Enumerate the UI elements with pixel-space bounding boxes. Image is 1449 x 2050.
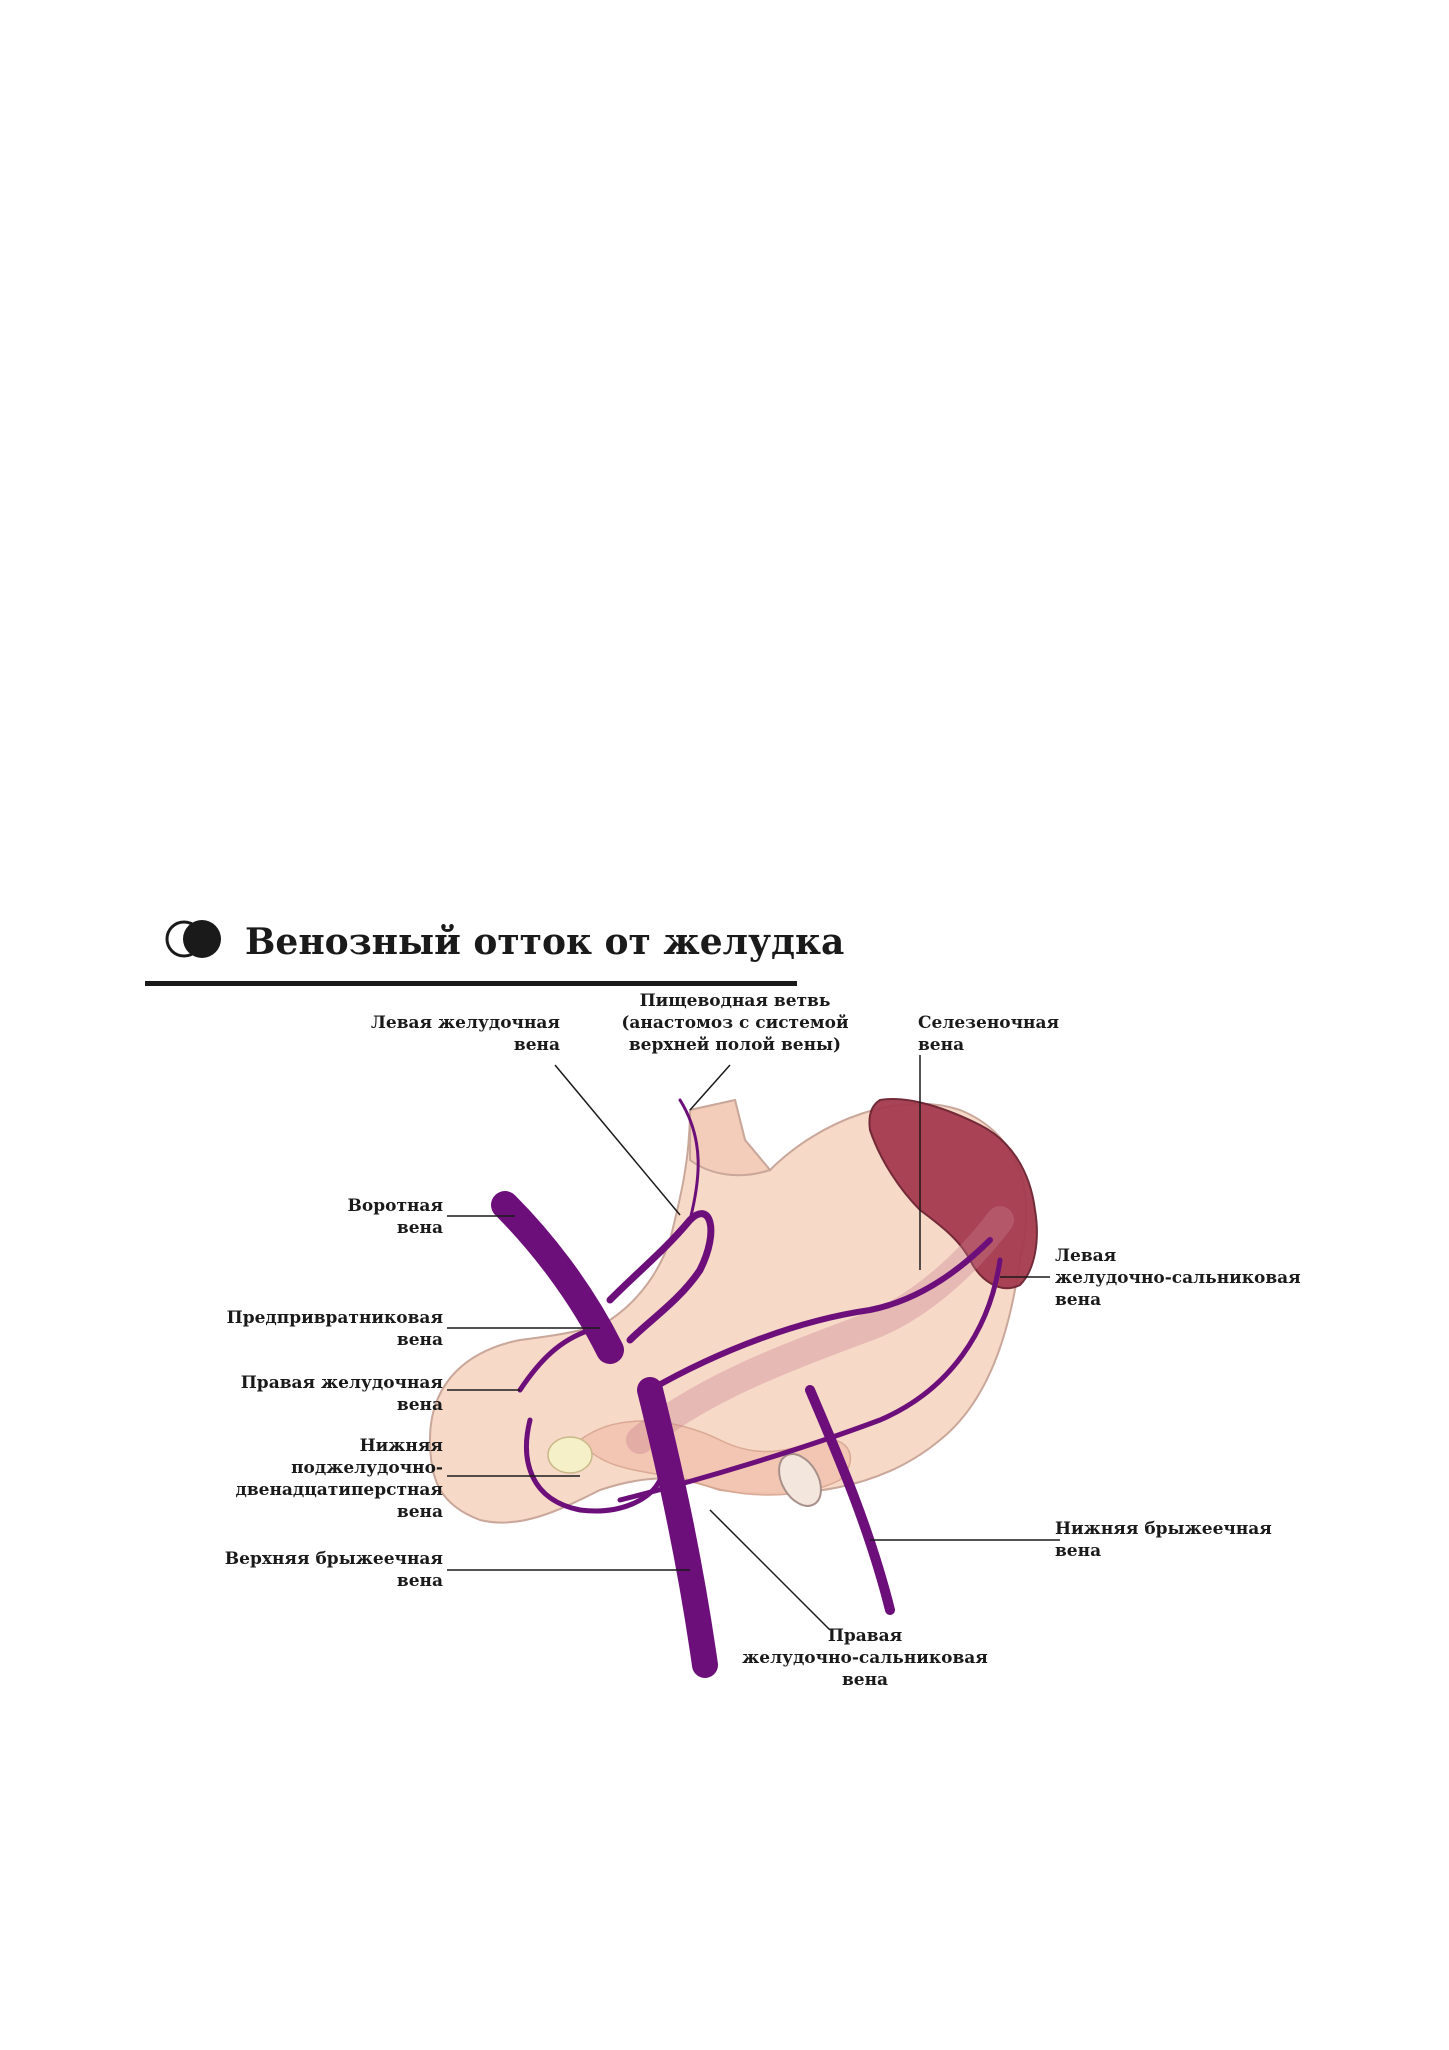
left-gastric-vein xyxy=(606,1210,715,1344)
label-esophageal-branch: Пищеводная ветвь (анастомоз с системой в… xyxy=(621,991,849,1055)
superior-mesenteric-vein xyxy=(637,1377,718,1678)
intestine-stub xyxy=(778,1453,822,1507)
title-divider xyxy=(145,981,797,986)
inferior-pancreaticoduodenal-vein xyxy=(524,1417,663,1514)
label-prepyloric-vein: Предпривратниковая вена xyxy=(226,1308,443,1350)
veins xyxy=(491,1098,1003,1678)
portal-vein xyxy=(491,1191,624,1364)
label-left-gastric-vein: Левая желудочная вена xyxy=(370,1013,560,1055)
leader-left-gastric xyxy=(554,1064,681,1216)
leader-esophageal xyxy=(689,1064,731,1111)
right-gastric-vein xyxy=(517,1327,593,1393)
splenic-vein xyxy=(647,1237,993,1393)
right-gastroepiploic-vein xyxy=(617,1257,1003,1503)
spleen xyxy=(868,1098,1038,1290)
label-portal-vein: Воротная вена xyxy=(347,1196,443,1238)
gallbladder xyxy=(547,1436,593,1474)
label-left-gastroepiploic-vein: Левая желудочно-сальниковая вена xyxy=(1055,1246,1301,1310)
leader-lines xyxy=(447,1055,1060,1631)
inferior-mesenteric-vein xyxy=(805,1385,895,1615)
toggle-circles-icon xyxy=(165,920,221,958)
label-inferior-mesenteric-vein: Нижняя брыжеечная вена xyxy=(1055,1519,1272,1561)
label-splenic-vein: Селезеночная вена xyxy=(918,1013,1060,1055)
esophagus xyxy=(689,1098,772,1177)
label-right-gastroepiploic-vein: Правая желудочно-сальниковая вена xyxy=(742,1626,988,1690)
leader-right-gastroepiploic xyxy=(709,1509,831,1631)
label-superior-mesenteric-vein: Верхняя брыжеечная вена xyxy=(224,1549,443,1591)
label-inferior-pancreaticoduodenal-vein: Нижняя поджелудочно- двенадцатиперстная … xyxy=(235,1436,443,1522)
page-title: Венозный отток от желудка xyxy=(245,921,845,963)
label-right-gastric-vein: Правая желудочная вена xyxy=(240,1373,443,1415)
esophageal-branch xyxy=(678,1098,700,1222)
